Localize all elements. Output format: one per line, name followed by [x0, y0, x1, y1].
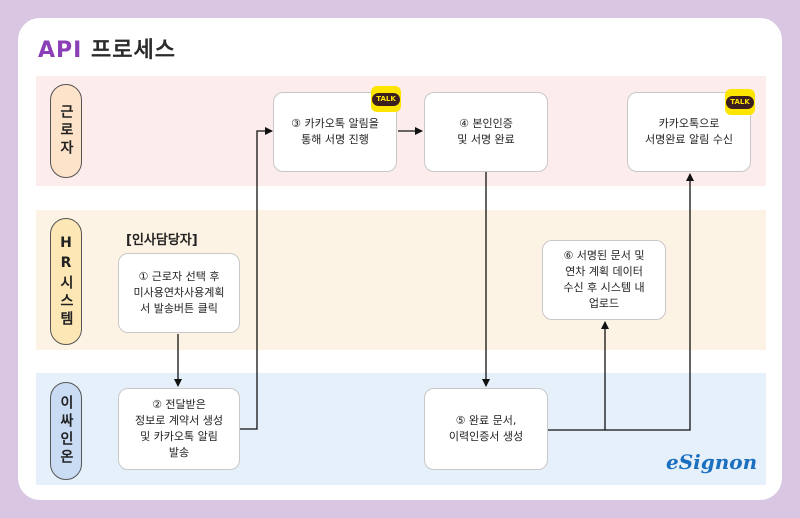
arrow-5-to-6: [548, 321, 609, 431]
hr-role-label: [인사담당자]: [126, 233, 198, 248]
arrow-5-to-7: [605, 173, 694, 431]
step-5-box: ⑤ 완료 문서, 이력인증서 생성: [424, 388, 548, 470]
title-api: API: [38, 38, 83, 63]
step-2-box: ② 전달받은 정보로 계약서 생성 및 카카오톡 알림 발송: [118, 388, 240, 470]
step-3-box: ③ 카카오톡 알림을 통해 서명 진행: [273, 92, 397, 172]
talk-badge-text: TALK: [372, 92, 400, 106]
step-4-box: ④ 본인인증 및 서명 완료: [424, 92, 548, 172]
step-1-box: ① 근로자 선택 후 미사용연차사용계획 서 발송버튼 클릭: [118, 253, 240, 333]
talk-badge-text: TALK: [726, 95, 754, 109]
lane-label-hr: HR시스템: [50, 218, 82, 345]
title-rest: 프로세스: [82, 38, 176, 63]
lane-label-worker: 근로자: [50, 84, 82, 178]
step-6-box: ⑥ 서명된 문서 및 연차 계획 데이터 수신 후 시스템 내 업로드: [542, 240, 666, 320]
kakao-talk-icon: TALK: [371, 86, 401, 112]
page-title: API 프로세스: [38, 32, 176, 64]
esignon-logo: eSignon: [666, 450, 758, 474]
lane-label-isa: 이싸인온: [50, 382, 82, 480]
arrow-2-to-3: [240, 127, 273, 430]
kakao-talk-icon: TALK: [725, 89, 755, 115]
